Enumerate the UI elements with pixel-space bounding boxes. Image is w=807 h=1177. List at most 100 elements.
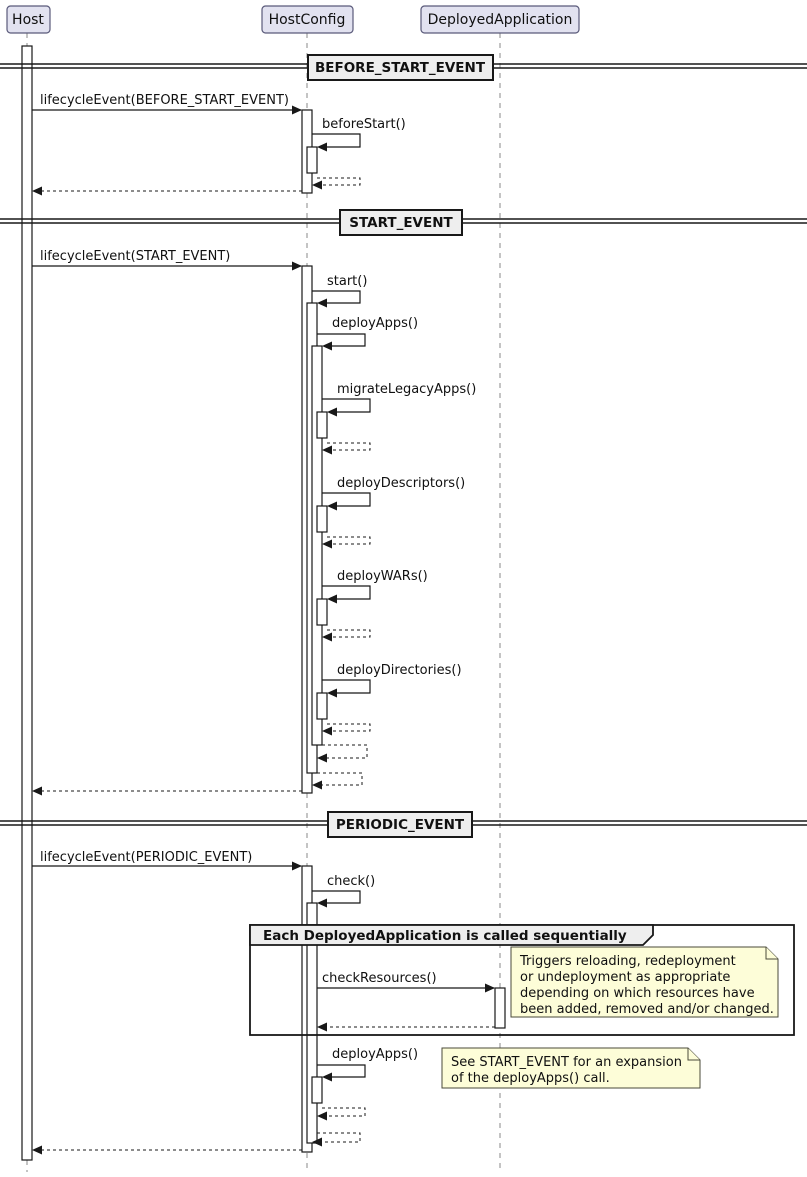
divider-label: START_EVENT [349, 215, 453, 231]
return-line [324, 629, 371, 638]
message-deploydescriptors-self-call: deployDescriptors() [322, 476, 465, 549]
message-label: deployDescriptors() [337, 476, 465, 491]
message-label: migrateLegacyApps() [337, 382, 476, 397]
message-line [312, 890, 361, 904]
message-lifecycle-before-start: lifecycleEvent(BEFORE_START_EVENT) [32, 93, 302, 115]
arrowhead-right-icon [292, 261, 302, 271]
participant-label: HostConfig [269, 12, 346, 28]
arrowhead-left-icon [32, 186, 42, 196]
arrowhead-left-icon [32, 786, 42, 796]
hostconfig-activation-deploywars [316, 598, 328, 626]
participant-box [261, 5, 354, 34]
arrowhead-left-icon [322, 539, 332, 549]
group-frame-sequential: Each DeployedApplication is called seque… [249, 924, 795, 1036]
note-line: or undeployment as appropriate [520, 970, 730, 985]
return-line [314, 1132, 361, 1143]
arrowhead-left-icon [327, 594, 337, 604]
hostconfig-activation-deploydirectories [316, 692, 328, 720]
message-label: start() [327, 274, 367, 289]
message-label: deployDirectories() [337, 663, 462, 678]
arrowhead-left-icon [317, 753, 327, 763]
message-line [312, 133, 361, 148]
message-beforestart-self-call: beforeStart() [312, 117, 406, 190]
return-line [314, 177, 361, 186]
arrowhead-left-icon [317, 898, 327, 908]
note-line: Triggers reloading, redeployment [519, 954, 736, 969]
message-label: checkResources() [322, 971, 437, 986]
divider-box [339, 209, 463, 236]
hostconfig-activation-deployapps-call [311, 345, 323, 746]
message-label: deployApps() [332, 316, 418, 331]
activation-bars [21, 45, 506, 1161]
message-line [322, 679, 371, 694]
message-line [317, 1064, 366, 1078]
divider-label: BEFORE_START_EVENT [315, 60, 486, 76]
host-activation-bar [21, 45, 33, 1161]
return-to-host-start [32, 786, 302, 796]
arrowhead-left-icon [317, 298, 327, 308]
note-deployapps: See START_EVENT for an expansion of the … [441, 1047, 701, 1089]
message-deploydirectories-self-call: deployDirectories() [322, 663, 462, 736]
return-line [319, 1107, 366, 1117]
message-checkresources: checkResources() [317, 971, 495, 1032]
message-lifecycle-periodic: lifecycleEvent(PERIODIC_EVENT) [32, 850, 302, 871]
group-frame-title: Each DeployedApplication is called seque… [263, 928, 627, 944]
arrowhead-left-icon [322, 726, 332, 736]
message-deployapps-self-call: deployApps() [317, 316, 418, 351]
note-fold-icon [687, 1048, 700, 1061]
divider-box [307, 54, 494, 81]
return-line [324, 723, 371, 732]
message-line [322, 398, 371, 413]
message-label: lifecycleEvent(START_EVENT) [40, 249, 230, 264]
message-label: lifecycleEvent(BEFORE_START_EVENT) [40, 93, 289, 108]
hostconfig-activation-deployapps-periodic [311, 1076, 323, 1104]
arrowhead-left-icon [327, 688, 337, 698]
arrowhead-left-icon [312, 780, 322, 790]
message-check-self-call: check() [312, 874, 375, 908]
message-deployapps-periodic-self-call: deployApps() [312, 1047, 418, 1147]
hostconfig-activation-deploydescriptors [316, 505, 328, 533]
note-checkresources: Triggers reloading, redeployment or unde… [510, 946, 779, 1018]
arrowhead-left-icon [317, 1111, 327, 1121]
note-line: See START_EVENT for an expansion [451, 1055, 682, 1070]
message-line [312, 290, 361, 304]
note-line: been added, removed and/or changed. [520, 1002, 774, 1017]
arrowhead-left-icon [327, 407, 337, 417]
message-lifecycle-start: lifecycleEvent(START_EVENT) [32, 249, 302, 271]
group-frame-header [249, 924, 654, 946]
arrowhead-left-icon [312, 180, 322, 190]
message-start-self-call: start() [312, 274, 367, 308]
arrowhead-left-icon [322, 341, 332, 351]
deployedapplication-activation-checkresources [494, 987, 506, 1029]
note-fold-icon [765, 947, 778, 960]
participant-box [6, 5, 51, 34]
participant-host: Host [6, 5, 51, 34]
note-line: depending on which resources have [520, 986, 755, 1001]
arrowhead-left-icon [317, 142, 327, 152]
message-label: beforeStart() [322, 117, 406, 132]
return-line [324, 536, 371, 545]
arrowhead-left-icon [32, 1145, 42, 1155]
participant-label: DeployedApplication [428, 12, 573, 28]
return-to-host-before-start [32, 186, 302, 196]
return-line [324, 442, 371, 451]
message-label: deployApps() [332, 1047, 418, 1062]
message-label: deployWARs() [337, 569, 428, 584]
participant-deployedapplication: DeployedApplication [420, 5, 580, 34]
note-body [441, 1047, 701, 1089]
participant-label: Host [12, 12, 44, 28]
participant-hostconfig: HostConfig [261, 5, 354, 34]
message-line [317, 333, 366, 347]
divider-before-start-event: BEFORE_START_EVENT [0, 54, 807, 81]
message-migratelegacyapps-self-call: migrateLegacyApps() [322, 382, 476, 455]
message-deploywars-self-call: deployWARs() [322, 569, 428, 642]
message-label: check() [327, 874, 375, 889]
hostconfig-activation-beforestart-call [306, 146, 318, 174]
divider-periodic-event: PERIODIC_EVENT [0, 811, 807, 838]
hostconfig-activation-migratelegacyapps [316, 411, 328, 439]
arrowhead-right-icon [485, 983, 495, 993]
message-line [322, 492, 371, 507]
arrowhead-left-icon [322, 1072, 332, 1082]
arrowhead-right-icon [292, 861, 302, 871]
